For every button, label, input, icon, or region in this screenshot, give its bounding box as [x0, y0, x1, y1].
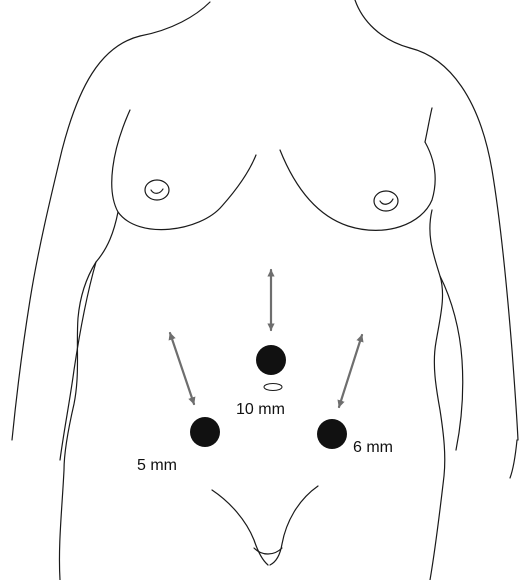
- right-port-arrow: [339, 335, 362, 407]
- left-port-arrow: [170, 333, 194, 404]
- right-nipple-mark: [380, 199, 393, 204]
- neck-left-line: [140, 2, 210, 36]
- neck-right-line: [355, 0, 410, 48]
- right-groin-line: [270, 486, 318, 565]
- right-arm-lower-edge: [510, 440, 517, 478]
- right-nipple: [374, 191, 398, 211]
- left-flank-outline: [59, 212, 118, 580]
- right-port: [317, 419, 347, 449]
- left-port-label: 5 mm: [137, 457, 177, 474]
- left-shoulder-arm-outline: [12, 36, 140, 440]
- pubic-curve: [254, 548, 282, 554]
- umbilical-port: [256, 345, 286, 375]
- left-nipple: [145, 180, 169, 200]
- right-port-label: 6 mm: [353, 439, 393, 456]
- umbilical-port-label: 10 mm: [236, 401, 285, 418]
- left-groin-line: [212, 490, 268, 565]
- left-nipple-mark: [151, 189, 163, 193]
- left-breast-outline: [112, 110, 256, 230]
- armpit-right-line: [425, 108, 432, 142]
- right-arm-inner-edge: [440, 276, 463, 450]
- left-port: [190, 417, 220, 447]
- right-shoulder-arm-outline: [410, 48, 518, 440]
- right-breast-outline: [280, 142, 435, 230]
- right-flank-outline: [430, 210, 445, 580]
- navel: [264, 384, 282, 391]
